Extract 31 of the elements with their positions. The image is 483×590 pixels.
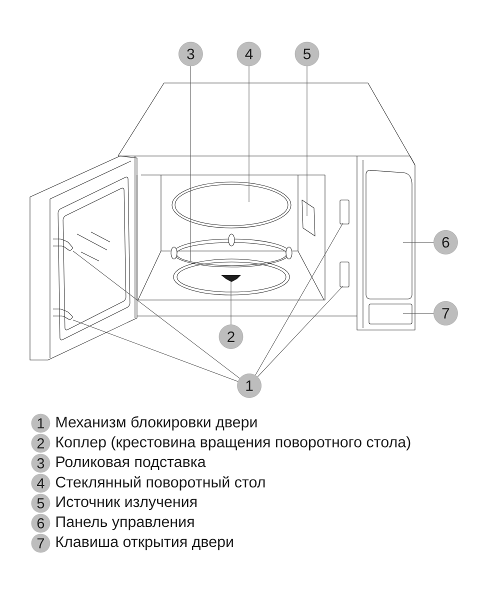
leader-line	[402, 242, 434, 243]
legend-text: Стеклянный поворотный стол	[56, 476, 265, 491]
legend-text: Источник излучения	[56, 496, 197, 510]
legend-text: Механизм блокировки двери	[56, 416, 257, 430]
callout-number: 7	[434, 301, 458, 326]
callout-number: 6	[434, 230, 458, 254]
callout-number: 4	[236, 42, 262, 66]
number-badge: 1	[31, 414, 50, 433]
legend-text: Панель управления	[56, 516, 194, 530]
legend-text: Клавиша открытия двери	[56, 536, 233, 550]
legend-text: Коплер (крестовина вращения поворотного стола)	[56, 436, 410, 450]
leader-line	[72, 250, 240, 379]
legend-text: Роликовая подставка	[56, 456, 206, 470]
callout-number: 5	[294, 42, 320, 66]
callout-number: 3	[178, 42, 203, 66]
callout-number: 1	[237, 374, 262, 398]
leader-line	[72, 320, 238, 382]
leader-line	[255, 222, 344, 376]
leader-line	[230, 280, 232, 325]
number-badge: 2	[31, 434, 50, 453]
callout-number: 2	[218, 324, 244, 349]
number-badge: 7	[31, 534, 50, 553]
leader-line	[306, 66, 308, 216]
leader-line	[257, 286, 344, 378]
number-badge: 5	[31, 494, 50, 513]
number-badge: 6	[31, 514, 50, 533]
leader-line	[248, 66, 250, 202]
leader-line	[190, 66, 191, 262]
number-badge: 3	[31, 454, 50, 473]
leader-line	[402, 313, 434, 314]
number-badge: 4	[31, 474, 50, 493]
